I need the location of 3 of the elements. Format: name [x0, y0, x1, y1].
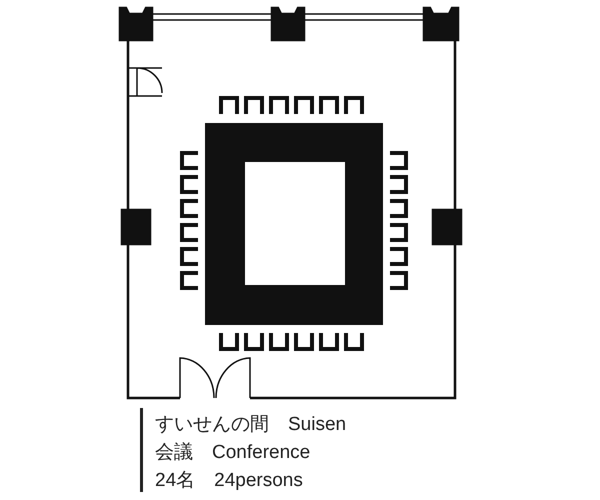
room-name: すいせんの間 Suisen [155, 414, 346, 436]
room-info-text: 会議 Conference [155, 442, 310, 464]
room-info-text: 24名 24persons [155, 470, 303, 492]
